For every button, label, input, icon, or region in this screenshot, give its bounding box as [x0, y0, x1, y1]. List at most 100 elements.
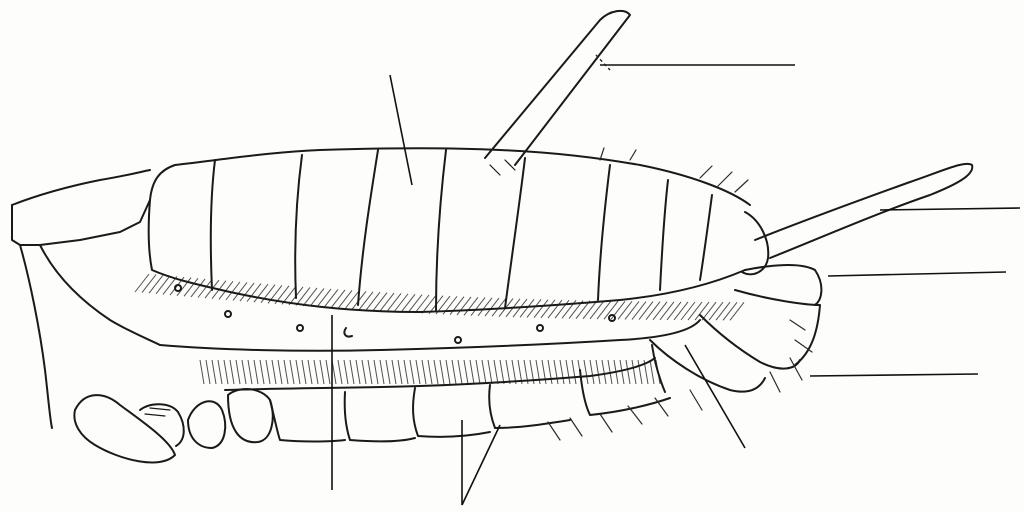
hatch-stroke [723, 302, 737, 320]
hatch-stroke [440, 360, 444, 384]
hatch-stroke [446, 360, 450, 384]
hatch-stroke [404, 360, 408, 384]
hatch-stroke [135, 274, 149, 292]
bristle [630, 150, 636, 160]
hatch-stroke [373, 293, 387, 311]
hatch-stroke [401, 294, 415, 312]
leader-line-paraproct [828, 272, 1006, 276]
hatch-stroke [331, 290, 345, 308]
hatch-stroke [716, 302, 730, 320]
hatch-stroke [374, 360, 378, 384]
hatch-stroke [457, 297, 471, 315]
hatch-stroke [359, 292, 373, 310]
hatch-stroke [611, 301, 625, 319]
hatch-stroke [224, 360, 228, 384]
hatch-stroke [548, 300, 562, 318]
bristle [690, 390, 702, 410]
hatch-stroke [338, 290, 352, 308]
hatch-stroke [660, 302, 674, 320]
hatch-stroke [730, 302, 744, 320]
bristle [700, 166, 712, 178]
hatch-stroke [590, 301, 604, 319]
hatch-stroke [471, 298, 485, 316]
hatch-stroke [555, 300, 569, 318]
bristle [790, 320, 805, 330]
hatch-stroke [198, 279, 212, 297]
hatch-stroke [464, 360, 468, 384]
hatch-stroke [380, 293, 394, 311]
hatch-stroke [415, 295, 429, 313]
hatch-stroke [596, 360, 600, 384]
hatch-stroke [284, 360, 288, 384]
hatch-stroke [410, 360, 414, 384]
hatch-stroke [308, 360, 312, 384]
hatch-stroke [278, 360, 282, 384]
hatch-stroke [350, 360, 354, 384]
hatch-stroke [394, 294, 408, 312]
hatch-stroke [639, 302, 653, 320]
hatch-stroke [428, 360, 432, 384]
hatch-stroke [212, 360, 216, 384]
hatch-stroke [387, 293, 401, 311]
genital-plates [650, 265, 821, 392]
hatch-stroke [233, 282, 247, 300]
hatch-stroke [218, 360, 222, 384]
hatch-stroke [653, 302, 667, 320]
hatch-stroke [320, 360, 324, 384]
hatch-stroke [314, 360, 318, 384]
hatch-stroke [142, 275, 156, 293]
hatch-stroke [478, 298, 492, 316]
hatch-stroke [296, 360, 300, 384]
hatch-stroke [260, 360, 264, 384]
hatch-stroke [667, 302, 681, 320]
bristles [548, 148, 812, 440]
hatch-stroke [702, 302, 716, 320]
hatch-stroke [650, 360, 654, 384]
hatch-stroke [632, 302, 646, 320]
hatch-stroke [398, 360, 402, 384]
hatch-stroke [560, 360, 564, 384]
hatch-stroke [625, 301, 639, 319]
hatch-stroke [494, 360, 498, 384]
hatch-stroke [317, 289, 331, 307]
hatch-stroke [149, 275, 163, 293]
hatch-stroke [458, 360, 462, 384]
hatch-stroke [266, 360, 270, 384]
hatch-stroke [620, 360, 624, 384]
hatch-stroke [434, 360, 438, 384]
hatch-stroke [344, 360, 348, 384]
hatch-stroke [368, 360, 372, 384]
bristle [770, 372, 780, 392]
hatch-stroke [632, 360, 636, 384]
hatch-stroke [534, 300, 548, 318]
hatch-stroke [422, 360, 426, 384]
hatch-stroke [236, 360, 240, 384]
leader-line-cercus [880, 208, 1020, 210]
hatch-stroke [506, 360, 510, 384]
hatch-stroke [386, 360, 390, 384]
hatch-stroke [200, 360, 204, 384]
hatch-stroke [156, 276, 170, 294]
hatch-stroke [324, 289, 338, 307]
hatch-stroke [362, 360, 366, 384]
hatch-stroke [380, 360, 384, 384]
leg-coxae [74, 389, 272, 462]
hatch-stroke [366, 292, 380, 310]
hatch-stroke [548, 360, 552, 384]
bristle [735, 180, 748, 192]
hatch-stroke [520, 299, 534, 317]
hatch-stroke [240, 283, 254, 301]
hatch-stroke [247, 284, 261, 302]
hatch-stroke [302, 360, 306, 384]
hatch-stroke [230, 360, 234, 384]
hatch-stroke [681, 302, 695, 320]
hatch-stroke [248, 360, 252, 384]
hatch-stroke [500, 360, 504, 384]
hatch-stroke [450, 297, 464, 315]
cercus-appendage [742, 164, 972, 274]
hatch-stroke [290, 360, 294, 384]
hatch-stroke [303, 288, 317, 306]
hatch-stroke [470, 360, 474, 384]
